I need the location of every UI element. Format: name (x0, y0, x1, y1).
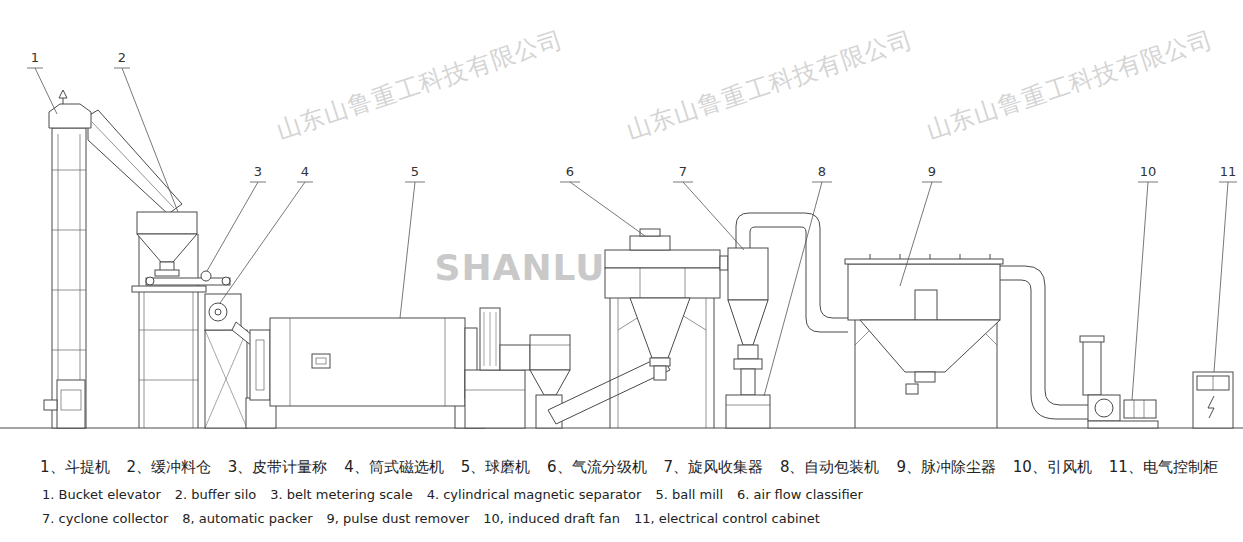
legend-item: 1. Bucket elevator (42, 487, 161, 503)
watermark: 山东山鲁重工科技有限公司 (623, 25, 917, 145)
legend-item: 9, pulse dust remover (327, 511, 470, 527)
callout-number: 7 (679, 164, 687, 180)
callout-number: 1 (31, 50, 39, 66)
legend-item: 3、皮带计量称 (228, 458, 328, 476)
legend-row: 7. cyclone collector 8, automatic packer 9… (42, 511, 1222, 527)
legend-item: 9、脉冲除尘器 (896, 458, 996, 476)
legend-item: 10, induced draft fan (483, 511, 620, 527)
exhaust-duct (1000, 266, 1090, 419)
buffer-silo (132, 212, 206, 428)
cyclone-collector (728, 213, 848, 395)
legend-row: 1. Bucket elevator 2. buffer silo 3. belt … (42, 487, 1222, 503)
legend-item: 6. air flow classifier (737, 487, 863, 503)
callout-number: 5 (411, 164, 419, 180)
legend-item: 3. belt metering scale (270, 487, 412, 503)
belt-metering-scale (146, 271, 230, 285)
callout-number: 8 (818, 164, 826, 180)
legend-row: 1、斗提机 2、缓冲料仓 3、皮带计量称 4、筒式磁选机 5、球磨机 6、气流分级机 7、旋… (40, 458, 1218, 476)
legend-item: 7. cyclone collector (42, 511, 168, 527)
legend-item: 8、自动包装机 (780, 458, 880, 476)
pulse-dust-remover (845, 254, 1003, 428)
legend-item: 1、斗提机 (40, 458, 110, 476)
legend-item: 7、旋风收集器 (664, 458, 764, 476)
air-flow-classifier (605, 229, 728, 428)
legend-item: 2. buffer silo (175, 487, 256, 503)
induced-draft-fan (1080, 336, 1158, 428)
control-cabinet (1193, 372, 1233, 428)
automatic-packer (726, 395, 770, 428)
legend-item: 6、气流分级机 (547, 458, 647, 476)
legend-item: 4. cylindrical magnetic separator (427, 487, 642, 503)
callout-number: 3 (254, 164, 262, 180)
callout-number: 6 (566, 164, 574, 180)
legend-item: 8, automatic packer (182, 511, 312, 527)
callout-number: 10 (1140, 164, 1157, 180)
legend-item: 10、引风机 (1013, 458, 1092, 476)
legend-item: 5、球磨机 (461, 458, 531, 476)
legend-item: 11, electrical control cabinet (634, 511, 820, 527)
logo-text: SHANLU (435, 246, 606, 289)
callout-number: 9 (928, 164, 936, 180)
ball-mill (246, 308, 670, 428)
ground-line (0, 428, 1243, 429)
legend-item: 5. ball mill (655, 487, 723, 503)
legend-item: 11、电气控制柜 (1109, 458, 1218, 476)
watermark: 山东山鲁重工科技有限公司 (273, 25, 567, 145)
callout-number: 11 (1220, 164, 1237, 180)
legend-item: 4、筒式磁选机 (344, 458, 444, 476)
legend-item: 2、缓冲料仓 (126, 458, 211, 476)
watermark: 山东山鲁重工科技有限公司 (923, 25, 1217, 145)
callout-number: 2 (118, 50, 126, 66)
callout-number: 4 (301, 164, 309, 180)
